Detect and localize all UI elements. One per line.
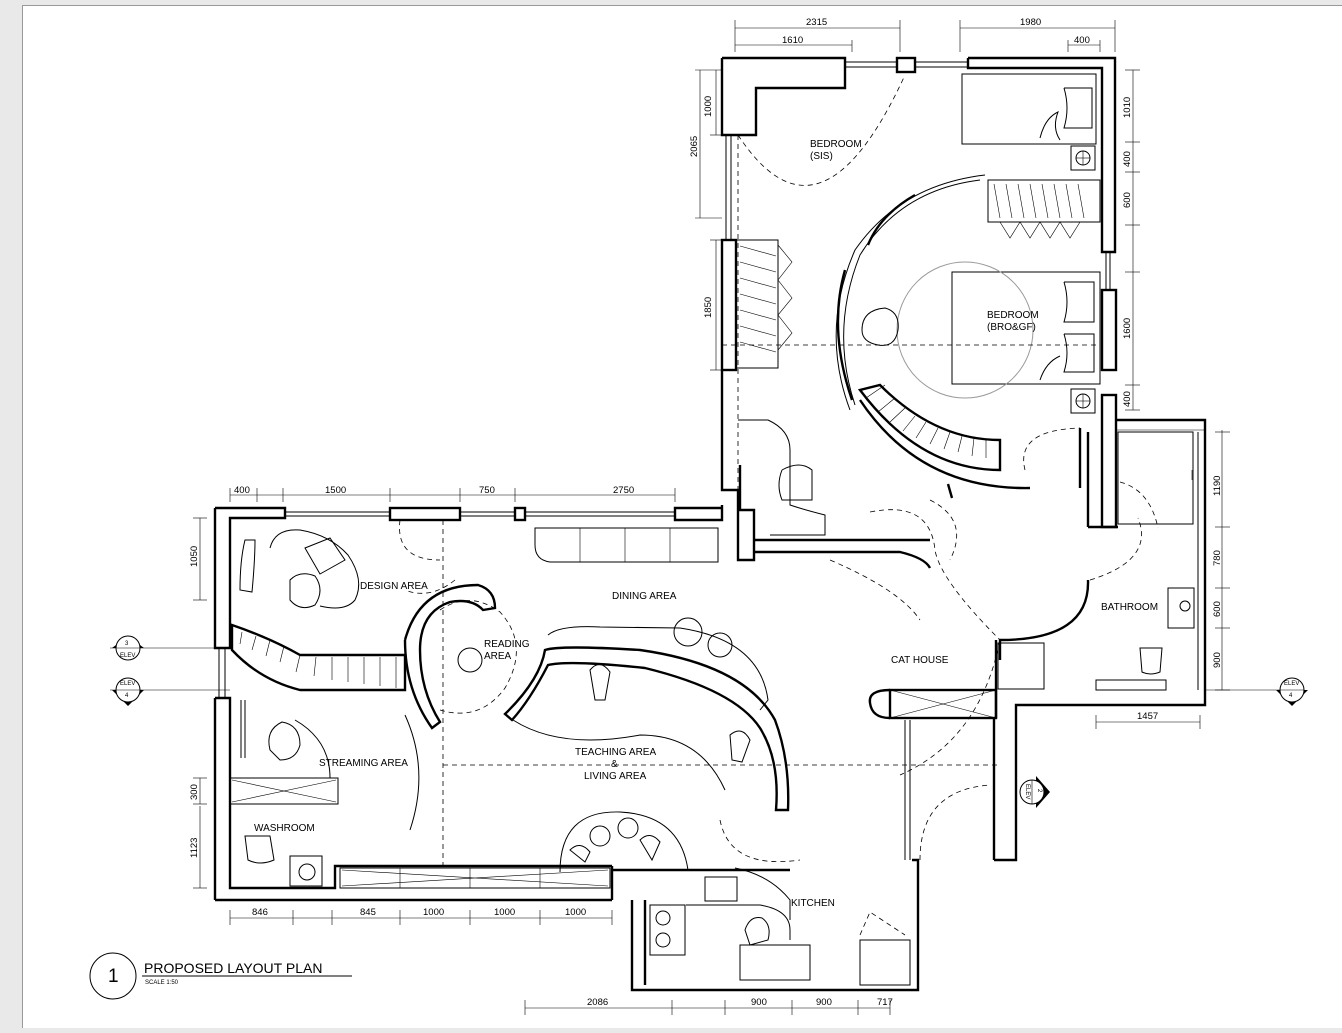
dim-lower-750: 750 — [479, 485, 495, 496]
room-label-bedroom-sis: BEDROOM — [810, 139, 862, 150]
marker-4-right-number: 4 — [1289, 693, 1293, 699]
dim-lower-2750: 2750 — [613, 485, 634, 496]
dim-bottom-1000-b: 1000 — [494, 907, 515, 918]
lower-wing-walls — [213, 505, 998, 992]
drawing-sheet — [22, 5, 1342, 1028]
title-text: PROPOSED LAYOUT PLAN — [144, 960, 322, 976]
dimension-lines — [193, 20, 1230, 1015]
curved-wall-core — [737, 74, 1082, 505]
room-label-bedroom-bro-sub: (BRO&GF) — [987, 322, 1036, 333]
dim-top-1980: 1980 — [1020, 17, 1041, 28]
marker-4-left-sub: ELEV — [120, 681, 135, 687]
dim-bath-600: 600 — [1212, 601, 1223, 617]
dim-bath-900: 900 — [1212, 652, 1223, 668]
room-labels: BEDROOM (SIS) BEDROOM (BRO&GF) DESIGN AR… — [254, 139, 1158, 909]
lower-dashed-lines — [399, 429, 1205, 870]
dim-left-2065: 2065 — [689, 136, 700, 157]
dim-top-2315: 2315 — [806, 17, 827, 28]
title-block: 1 PROPOSED LAYOUT PLAN SCALE 1:50 — [89, 952, 352, 1000]
room-label-kitchen: KITCHEN — [791, 898, 835, 909]
title-scale: SCALE 1:50 — [145, 980, 179, 986]
room-label-living: LIVING AREA — [584, 771, 647, 782]
dim-right-1010: 1010 — [1122, 97, 1133, 118]
dim-left-1000: 1000 — [703, 96, 714, 117]
marker-4-right-sub: ELEV — [1284, 681, 1299, 687]
dim-kitchen-717: 717 — [877, 997, 893, 1008]
dim-bath-1457: 1457 — [1137, 711, 1158, 722]
dim-bath-780: 780 — [1212, 550, 1223, 566]
room-label-reading-sub: AREA — [484, 651, 512, 662]
marker-3-sub: ELEV — [120, 653, 135, 659]
lower-wing-furniture — [229, 527, 911, 986]
room-label-bedroom-sis-sub: (SIS) — [810, 151, 833, 162]
dim-side-1050: 1050 — [189, 546, 200, 567]
dim-top-1610: 1610 — [782, 35, 803, 46]
room-label-teaching-amp: & — [611, 759, 618, 770]
dim-bath-1190: 1190 — [1212, 476, 1223, 496]
room-label-bathroom: BATHROOM — [1101, 602, 1158, 613]
title-number: 1 — [108, 966, 119, 987]
dim-kitchen-2086: 2086 — [587, 997, 608, 1008]
dim-kitchen-900-b: 900 — [816, 997, 832, 1008]
dim-bottom-1000-c: 1000 — [565, 907, 586, 918]
room-label-bedroom-bro: BEDROOM — [987, 310, 1039, 321]
dim-lower-1500: 1500 — [325, 485, 346, 496]
marker-texts: 3 ELEV ELEV 4 2 ELEV ELEV 4 — [120, 641, 1299, 799]
bedroom-furniture — [722, 73, 1101, 536]
room-label-design: DESIGN AREA — [360, 581, 428, 592]
marker-3-number: 3 — [125, 641, 129, 647]
dim-side-300: 300 — [189, 784, 200, 800]
bathroom — [994, 418, 1207, 862]
marker-2-sub: ELEV — [1024, 784, 1030, 799]
dim-bottom-1000-a: 1000 — [423, 907, 444, 918]
dim-bottom-845: 845 — [360, 907, 376, 918]
room-label-cat-house: CAT HOUSE — [891, 655, 949, 666]
marker-4-left-number: 4 — [125, 693, 129, 699]
dim-side-1123: 1123 — [189, 838, 200, 858]
elevation-markers — [110, 635, 1308, 808]
dim-lower-400: 400 — [234, 485, 250, 496]
room-label-washroom: WASHROOM — [254, 823, 315, 834]
dim-top-400: 400 — [1074, 35, 1090, 46]
dim-right-400-b: 400 — [1122, 391, 1133, 407]
dim-kitchen-900-a: 900 — [751, 997, 767, 1008]
room-label-streaming: STREAMING AREA — [319, 758, 408, 769]
dim-bottom-846: 846 — [252, 907, 268, 918]
dim-right-400-a: 400 — [1122, 151, 1133, 167]
dimension-texts: 2315 1610 1980 400 1000 2065 1850 1010 4… — [189, 17, 1223, 1008]
room-label-dining: DINING AREA — [612, 591, 677, 602]
dim-left-1850: 1850 — [703, 297, 714, 318]
marker-2-number: 2 — [1036, 789, 1042, 793]
room-label-reading: READING — [484, 639, 530, 650]
room-label-teaching: TEACHING AREA — [575, 747, 656, 758]
dim-right-600: 600 — [1122, 192, 1133, 208]
dim-right-1600: 1600 — [1122, 318, 1133, 339]
